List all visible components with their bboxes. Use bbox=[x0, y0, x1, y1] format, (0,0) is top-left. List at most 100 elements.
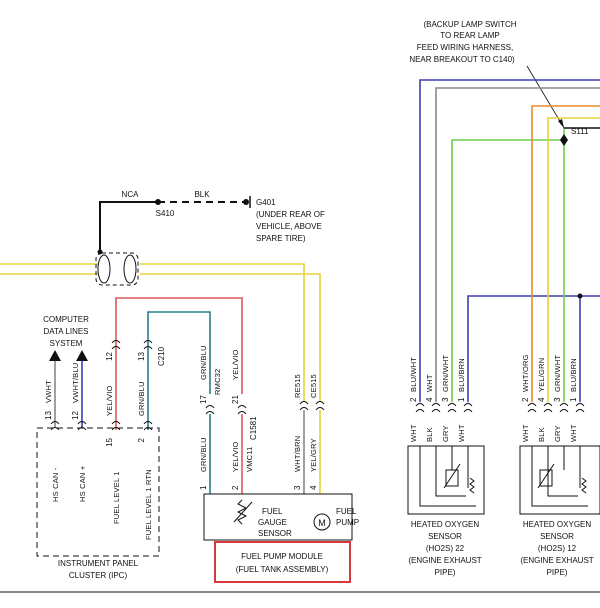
backup-lamp-note: (BACKUP LAMP SWITCH TO REAR LAMP FEED WI… bbox=[409, 20, 516, 64]
svg-text:4: 4 bbox=[425, 397, 434, 402]
svg-text:GRN/BLU: GRN/BLU bbox=[199, 437, 208, 472]
svg-text:(HO2S) 22: (HO2S) 22 bbox=[426, 544, 465, 553]
ipc-pin-labels: 13 VWHT 12 VWHT/BLU 15 2 HS CAN - HS CAN… bbox=[44, 363, 153, 540]
sensor-22-wire-labels: BLU/WHT WHT GRN/WHT BLU/BRN 2 4 3 1 WHT … bbox=[409, 355, 466, 442]
sensor-12-pin-connectors bbox=[527, 403, 585, 413]
s410-splice bbox=[155, 199, 161, 205]
svg-text:(FUEL TANK ASSEMBLY): (FUEL TANK ASSEMBLY) bbox=[236, 565, 329, 574]
svg-text:WHT: WHT bbox=[409, 424, 418, 442]
svg-text:PIPE): PIPE) bbox=[435, 568, 456, 577]
svg-text:2: 2 bbox=[409, 397, 418, 402]
svg-text:17: 17 bbox=[199, 395, 208, 404]
fuel-level-red-wire bbox=[115, 297, 243, 430]
yellow-harness-wire bbox=[0, 263, 305, 402]
module-pin-connectors bbox=[299, 401, 325, 411]
svg-text:2: 2 bbox=[521, 397, 530, 402]
svg-text:WHT/ORG: WHT/ORG bbox=[521, 354, 530, 392]
svg-text:GRN/WHT: GRN/WHT bbox=[441, 355, 450, 392]
ce515-circuit: CE515 bbox=[309, 374, 318, 398]
svg-text:2: 2 bbox=[137, 437, 146, 442]
ipc-name-1: INSTRUMENT PANEL bbox=[58, 559, 139, 568]
svg-text:SENSOR: SENSOR bbox=[428, 532, 462, 541]
ipc-fuel-level-1: FUEL LEVEL 1 bbox=[112, 471, 121, 524]
c210-wire-13-color: GRN/BLU bbox=[137, 381, 146, 416]
s111-splice bbox=[560, 134, 568, 146]
sensor-element-icon bbox=[539, 469, 553, 487]
svg-text:YEL/GRY: YEL/GRY bbox=[309, 438, 318, 472]
data-line-arrow-1 bbox=[49, 350, 61, 361]
shield-symbol bbox=[95, 252, 139, 286]
svg-text:3: 3 bbox=[293, 485, 302, 490]
c1581-connector: 17 21 C1581 GRN/BLU YEL/VIO RMC32 VMC11 bbox=[199, 345, 258, 472]
svg-text:SENSOR: SENSOR bbox=[258, 529, 292, 538]
svg-text:3: 3 bbox=[553, 397, 562, 402]
instrument-panel-cluster: INSTRUMENT PANEL CLUSTER (IPC) bbox=[36, 427, 160, 580]
svg-text:WHT: WHT bbox=[425, 374, 434, 392]
s410-label: S410 bbox=[156, 209, 175, 218]
svg-text:GRN/WHT: GRN/WHT bbox=[553, 355, 562, 392]
grn-wht-wire-22 bbox=[451, 139, 564, 402]
svg-text:BLK: BLK bbox=[425, 427, 434, 442]
svg-text:15: 15 bbox=[105, 437, 114, 446]
svg-text:HEATED OXYGEN: HEATED OXYGEN bbox=[411, 520, 480, 529]
svg-text:YEL/VIO: YEL/VIO bbox=[231, 441, 240, 472]
c210-connector: 12 13 C210 bbox=[105, 340, 166, 366]
svg-text:WHT: WHT bbox=[521, 424, 530, 442]
module-wire-labels: GRN/BLU YEL/VIO 1 2 WHT/BRN YEL/GRY 3 4 … bbox=[199, 374, 318, 490]
svg-text:1: 1 bbox=[457, 397, 466, 402]
svg-text:WHT/BRN: WHT/BRN bbox=[293, 436, 302, 472]
computer-data-lines-label: COMPUTER DATA LINES SYSTEM bbox=[43, 315, 89, 348]
svg-text:WHT: WHT bbox=[569, 424, 578, 442]
svg-text:BLK: BLK bbox=[537, 427, 546, 442]
svg-text:(ENGINE EXHAUST: (ENGINE EXHAUST bbox=[408, 556, 481, 565]
svg-text:(HO2S) 12: (HO2S) 12 bbox=[538, 544, 577, 553]
c210-pin-13: 13 bbox=[137, 351, 146, 360]
c210-pin-12: 12 bbox=[105, 351, 114, 360]
ipc-pin-connectors bbox=[50, 421, 153, 431]
svg-text:4: 4 bbox=[537, 397, 546, 402]
rmc32-circuit: RMC32 bbox=[213, 369, 222, 395]
heated-oxygen-sensor-12: HEATED OXYGEN SENSOR (HO2S) 12 (ENGINE E… bbox=[519, 445, 600, 577]
fuel-pump-module-title: FUEL PUMP MODULE (FUEL TANK ASSEMBLY) bbox=[214, 541, 351, 583]
blu-brn-wire-22 bbox=[467, 295, 600, 402]
svg-text:DATA LINES: DATA LINES bbox=[43, 327, 88, 336]
svg-text:HEATED OXYGEN: HEATED OXYGEN bbox=[523, 520, 592, 529]
vmc11-circuit: VMC11 bbox=[245, 447, 254, 472]
highlight-box bbox=[214, 541, 351, 583]
svg-text:4: 4 bbox=[309, 485, 318, 490]
ground-wire-solid bbox=[99, 201, 158, 252]
ipc-hs-can-minus: HS CAN - bbox=[51, 467, 60, 502]
ipc-name-2: CLUSTER (IPC) bbox=[69, 571, 128, 580]
svg-text:BLU/BRN: BLU/BRN bbox=[569, 358, 578, 392]
s111-label: S111 bbox=[571, 127, 589, 136]
wht-org-wire-12 bbox=[531, 105, 600, 402]
svg-text:21: 21 bbox=[231, 395, 240, 404]
heater-icon bbox=[581, 477, 587, 494]
svg-text:VWHT: VWHT bbox=[44, 380, 53, 403]
svg-text:2: 2 bbox=[231, 485, 240, 490]
nca-label: NCA bbox=[122, 190, 140, 199]
svg-text:WHT: WHT bbox=[457, 424, 466, 442]
svg-text:FUEL: FUEL bbox=[262, 507, 283, 516]
data-line-arrow-2 bbox=[76, 350, 88, 361]
svg-text:1: 1 bbox=[199, 485, 208, 490]
fuel-level-teal-wire bbox=[147, 311, 211, 430]
svg-text:COMPUTER: COMPUTER bbox=[43, 315, 89, 324]
svg-text:YEL/VIO: YEL/VIO bbox=[231, 349, 240, 380]
svg-text:FUEL: FUEL bbox=[336, 507, 357, 516]
svg-text:3: 3 bbox=[441, 397, 450, 402]
svg-text:PIPE): PIPE) bbox=[547, 568, 568, 577]
svg-text:BLU/BRN: BLU/BRN bbox=[457, 358, 466, 392]
svg-text:BLU/WHT: BLU/WHT bbox=[409, 357, 418, 392]
wht-wire-22 bbox=[435, 87, 600, 402]
note-leader-arrow bbox=[558, 119, 564, 128]
note-line-4: NEAR BREAKOUT TO C140) bbox=[409, 55, 515, 64]
svg-text:GRY: GRY bbox=[441, 425, 450, 442]
svg-text:SENSOR: SENSOR bbox=[540, 532, 574, 541]
svg-text:M: M bbox=[318, 518, 326, 528]
svg-text:GAUGE: GAUGE bbox=[258, 518, 287, 527]
svg-text:12: 12 bbox=[71, 411, 80, 420]
yellow-harness-wire-2 bbox=[0, 273, 321, 402]
note-line-2: TO REAR LAMP bbox=[440, 31, 499, 40]
note-line-1: (BACKUP LAMP SWITCH bbox=[423, 20, 516, 29]
